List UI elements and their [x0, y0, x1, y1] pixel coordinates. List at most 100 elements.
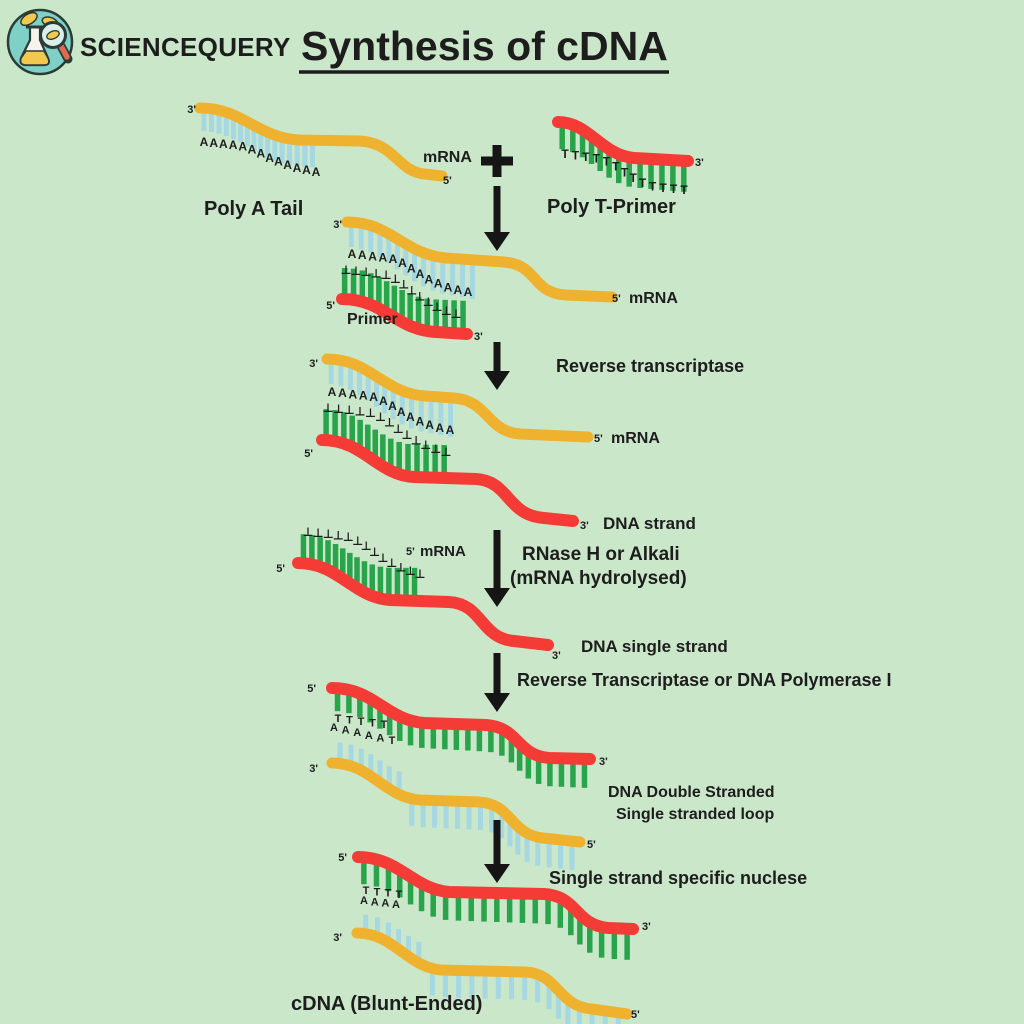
- base-letter: A: [454, 283, 463, 297]
- base-letter: T: [612, 159, 620, 173]
- base-letter: ⊥: [352, 534, 363, 548]
- base-letter: ⊥: [420, 438, 431, 452]
- stage6-top-5prime: 5': [338, 852, 347, 864]
- base-letter: A: [312, 165, 321, 179]
- base-letter: T: [582, 150, 590, 164]
- base-letter: A: [358, 248, 367, 262]
- brand-name: SCIENCEQUERY: [80, 32, 291, 62]
- stage5-top-5prime: 5': [307, 683, 316, 695]
- base-letter: ⊥: [361, 265, 372, 279]
- base-letter: A: [398, 256, 407, 270]
- stage2-primer-3prime: 3': [474, 331, 483, 343]
- base-letter: A: [338, 386, 347, 400]
- base-letter: A: [425, 272, 434, 286]
- arrow-head: [484, 693, 510, 712]
- stage4-mrna-label: mRNA: [420, 543, 466, 560]
- base-letter: A: [425, 418, 434, 432]
- arrow-head: [484, 371, 510, 390]
- base-letter: A: [328, 385, 337, 399]
- base-letter: A: [397, 405, 406, 419]
- logo-magnifier-handle: [58, 43, 70, 60]
- base-letter: A: [283, 158, 292, 172]
- base-letter: A: [464, 285, 473, 299]
- base-letter: ⊥: [395, 560, 406, 574]
- base-letter: A: [219, 137, 228, 151]
- base-letter: ⊥: [441, 445, 452, 459]
- base-letter: T: [680, 183, 688, 197]
- base-letter: A: [365, 730, 373, 742]
- stage1-mrna-3prime: 3': [187, 104, 196, 116]
- base-letter: A: [330, 722, 338, 734]
- flow-symbols: [481, 145, 513, 883]
- base-letter: ⊥: [406, 284, 417, 298]
- base-letter: A: [376, 732, 384, 744]
- base-letter: ⊥: [414, 290, 425, 304]
- base-letter: T: [369, 718, 376, 730]
- base-letter: A: [407, 261, 416, 275]
- stage6-bottom-5prime: 5': [631, 1009, 640, 1021]
- cdna-blunt-ended-label: cDNA (Blunt-Ended): [291, 993, 482, 1015]
- base-letter: ⊥: [386, 556, 397, 570]
- base-letter: ⊥: [375, 410, 386, 424]
- stage3-mrna-label: mRNA: [611, 430, 660, 447]
- single-strand-nuclease-label: Single strand specific nuclese: [549, 868, 807, 888]
- primer-label: Primer: [347, 311, 398, 328]
- base-letter: A: [353, 727, 361, 739]
- base-letter: T: [572, 149, 580, 163]
- base-letter: A: [302, 163, 311, 177]
- base-letter: A: [406, 410, 415, 424]
- stage3-mrna-5prime: 5': [594, 433, 603, 445]
- base-letter: ⊥: [333, 402, 344, 416]
- base-letter: ⊥: [432, 300, 443, 314]
- stage3-dna-strand: [316, 434, 579, 527]
- base-letter: T: [670, 182, 678, 196]
- stage2-mrna-3prime: 3': [333, 219, 342, 231]
- base-letter: ⊥: [377, 551, 388, 565]
- sciencequery-logo-icon: [6, 8, 74, 76]
- base-letter: ⊥: [381, 268, 392, 282]
- dna-strand-label: DNA strand: [603, 514, 696, 533]
- base-letter: ⊥: [323, 527, 334, 541]
- base-letter: T: [561, 147, 569, 161]
- base-letter: ⊥: [393, 422, 404, 436]
- base-letter: A: [446, 423, 455, 437]
- stage3-dna-5prime: 5': [304, 448, 313, 460]
- base-letter: A: [348, 387, 357, 401]
- base-letter: ⊥: [430, 442, 441, 456]
- arrow-step5-icon: [484, 820, 510, 883]
- single-stranded-loop-label: Single stranded loop: [616, 806, 774, 823]
- base-letter: A: [274, 155, 283, 169]
- page-title: Synthesis of cDNA: [301, 23, 668, 69]
- base-letter: T: [374, 886, 381, 898]
- base-letter: ⊥: [398, 277, 409, 291]
- base-letter: A: [371, 896, 379, 908]
- base-letter: T: [630, 171, 638, 185]
- base-letter: T: [389, 735, 396, 747]
- base-letter: ⊥: [344, 403, 355, 417]
- arrow-step3-icon: [484, 530, 510, 607]
- base-letter: ⊥: [415, 567, 426, 581]
- base-letter: A: [388, 399, 397, 413]
- base-letter: ⊥: [351, 264, 362, 278]
- plus-icon: [481, 145, 513, 177]
- base-letter: A: [434, 277, 443, 291]
- arrow-head: [484, 588, 510, 607]
- base-letter: ⊥: [411, 433, 422, 447]
- base-letter: ⊥: [441, 304, 452, 318]
- stage4-dna-3prime: 3': [552, 650, 561, 662]
- base-letter: T: [363, 885, 370, 897]
- stage3-mrna-3prime: 3': [309, 358, 318, 370]
- base-letter: A: [348, 247, 357, 261]
- base-letter: A: [209, 136, 218, 150]
- stage2-mrna-label: mRNA: [629, 290, 678, 307]
- stage4-dna-single-strand: [292, 557, 554, 651]
- stage2-primer-5prime: 5': [326, 300, 335, 312]
- base-letter: A: [379, 394, 388, 408]
- base-letter: T: [659, 181, 667, 195]
- base-letter: A: [368, 249, 377, 263]
- stage1-mrna-label: mRNA: [423, 149, 472, 166]
- base-letter: ⊥: [343, 530, 354, 544]
- base-letter: ⊥: [354, 404, 365, 418]
- stage2-mrna-5prime: 5': [612, 293, 621, 305]
